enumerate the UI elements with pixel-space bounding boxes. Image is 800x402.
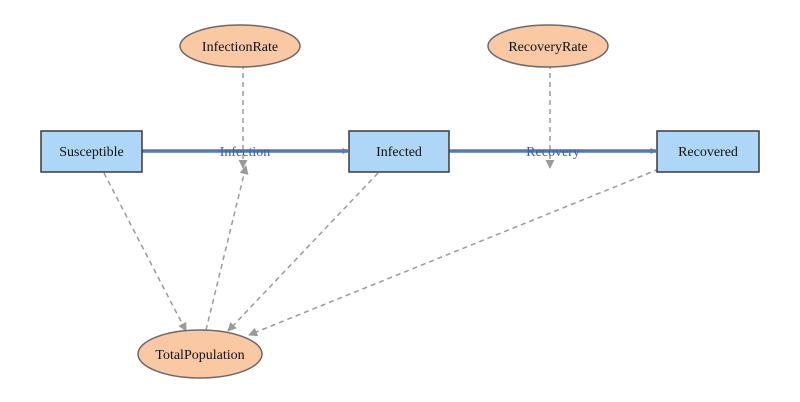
aux-total-population-label: TotalPopulation <box>155 348 244 363</box>
link-totalpopulation-to-infection <box>205 165 249 331</box>
link-recovered-to-totalpopulation <box>248 168 660 337</box>
aux-infection-rate-label: InfectionRate <box>202 40 278 55</box>
stock-infected-box <box>348 130 450 173</box>
stock-infected[interactable]: Infected <box>348 130 450 173</box>
stock-recovered-box <box>656 130 760 173</box>
stock-susceptible-label: Susceptible <box>59 145 124 160</box>
stock-recovered-label: Recovered <box>678 145 738 160</box>
stock-recovered[interactable]: Recovered <box>656 130 760 173</box>
infection-flow-label: Infection <box>220 145 271 160</box>
stock-infected-label: Infected <box>376 145 422 160</box>
flows: Infection Recovery <box>142 145 657 160</box>
link-infected-to-totalpopulation <box>227 172 379 332</box>
aux-total-population[interactable]: TotalPopulation <box>137 329 263 379</box>
aux-infection-rate[interactable]: InfectionRate <box>179 24 301 68</box>
aux-total-population-ellipse <box>137 329 263 379</box>
aux-recovery-rate-ellipse <box>487 24 609 68</box>
aux-recovery-rate-label: RecoveryRate <box>508 40 587 55</box>
aux-recovery-rate[interactable]: RecoveryRate <box>487 24 609 68</box>
stock-susceptible-box <box>40 130 143 173</box>
dependency-links <box>103 64 660 337</box>
aux-infection-rate-ellipse <box>179 24 301 68</box>
link-susceptible-to-totalpopulation <box>103 172 187 332</box>
recovery-flow-label: Recovery <box>526 145 580 160</box>
stock-susceptible[interactable]: Susceptible <box>40 130 143 173</box>
